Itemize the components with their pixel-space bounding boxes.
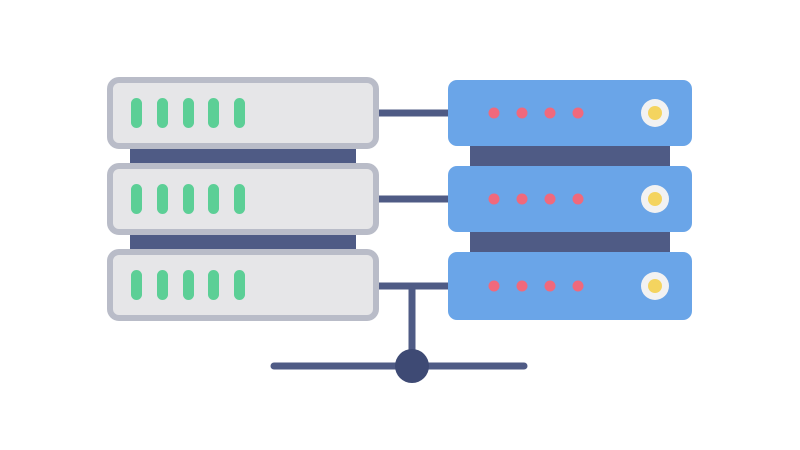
- status-dot-icon: [516, 193, 528, 205]
- right-server-unit-2: [448, 166, 692, 232]
- led-icon: [157, 270, 168, 300]
- led-icon: [131, 270, 142, 300]
- status-dot-icon: [572, 193, 584, 205]
- led-icon: [234, 270, 245, 300]
- status-dot-icon: [544, 193, 556, 205]
- power-button-light: [648, 192, 662, 206]
- left-server-unit-3: [107, 249, 379, 321]
- right-rack-spacer-1: [470, 145, 670, 167]
- left-server-rack: [107, 77, 379, 321]
- led-icon: [131, 98, 142, 128]
- left-server-unit-2: [107, 163, 379, 235]
- status-dot-icon: [544, 107, 556, 119]
- status-dot-icon: [488, 280, 500, 292]
- status-dot-icon: [572, 280, 584, 292]
- led-icon: [183, 98, 194, 128]
- status-dot-icon: [488, 193, 500, 205]
- status-dot-icon: [488, 107, 500, 119]
- left-rack-spacers: [130, 145, 356, 253]
- led-icon: [234, 98, 245, 128]
- left-rack-spacer-2: [130, 231, 356, 253]
- status-dot-icon: [516, 280, 528, 292]
- network-hub-node: [395, 349, 429, 383]
- left-server-unit-1: [107, 77, 379, 149]
- status-dot-icon: [516, 107, 528, 119]
- power-button-light: [648, 106, 662, 120]
- led-icon: [183, 184, 194, 214]
- led-icon: [208, 270, 219, 300]
- right-server-unit-1: [448, 80, 692, 146]
- led-icon: [157, 98, 168, 128]
- right-rack-spacers: [470, 145, 670, 253]
- right-server-body: [448, 166, 692, 232]
- led-icon: [208, 184, 219, 214]
- network-connectors: [270, 109, 528, 383]
- status-dot-icon: [544, 280, 556, 292]
- led-icon: [183, 270, 194, 300]
- led-icon: [131, 184, 142, 214]
- right-server-body: [448, 252, 692, 320]
- right-server-rack: [448, 80, 692, 320]
- status-dot-icon: [572, 107, 584, 119]
- led-icon: [208, 98, 219, 128]
- led-icon: [157, 184, 168, 214]
- power-button-light: [648, 279, 662, 293]
- right-server-unit-3: [448, 252, 692, 320]
- left-rack-spacer-1: [130, 145, 356, 167]
- right-server-body: [448, 80, 692, 146]
- right-rack-spacer-2: [470, 231, 670, 253]
- led-icon: [234, 184, 245, 214]
